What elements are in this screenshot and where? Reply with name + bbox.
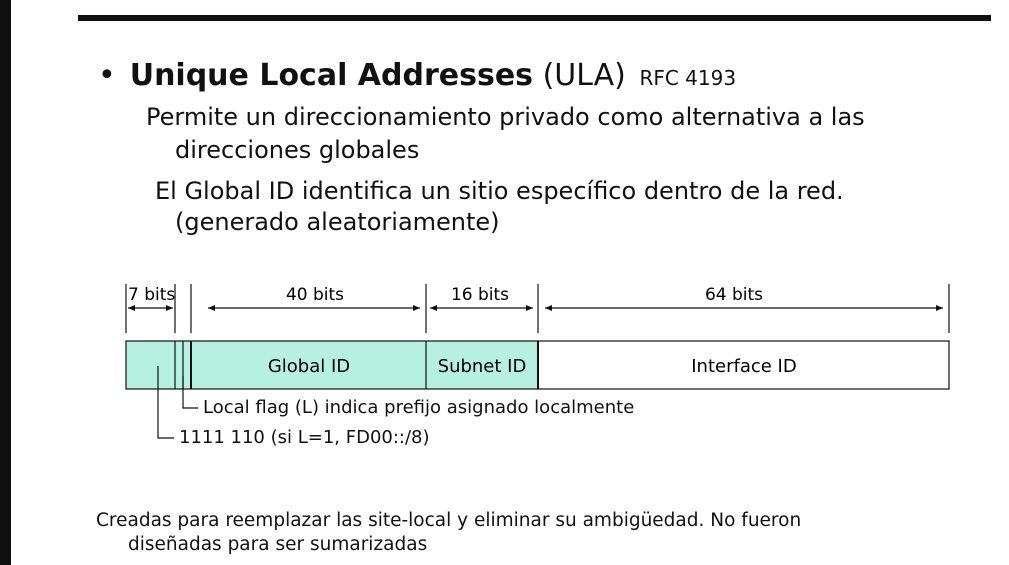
- bullet-icon: •: [98, 58, 116, 93]
- paragraph-line: (generado aleatoriamente): [175, 208, 500, 236]
- title-abbreviation: (ULA): [542, 58, 626, 93]
- prefix-value-leader: [157, 366, 174, 439]
- global-width-label: 40 bits: [286, 285, 344, 305]
- prefix-width-label: 7 bits: [128, 285, 175, 305]
- subnet-id-label: Subnet ID: [438, 356, 527, 377]
- paragraph-line: direcciones globales: [175, 136, 420, 164]
- footer-note: Creadas para reemplazar las site-local y…: [96, 509, 801, 557]
- footer-line: diseñadas para ser sumarizadas: [128, 534, 428, 555]
- left-edge-bar: [0, 0, 11, 565]
- subnet-width-label: 16 bits: [451, 285, 509, 305]
- colored-fields-box: [125, 340, 539, 390]
- interface-width-label: 64 bits: [705, 285, 763, 305]
- footer-line: Creadas para reemplazar las site-local y…: [96, 510, 802, 531]
- prefix-value-note: 1111 110 (si L=1, FD00::/8): [179, 427, 430, 448]
- rfc-reference: RFC 4193: [639, 66, 737, 90]
- title-text: Unique Local Addresses: [129, 58, 534, 93]
- paragraph-line: Permite un direccionamiento privado como…: [146, 103, 865, 131]
- slide-title: • Unique Local Addresses (ULA) RFC 4193: [98, 58, 736, 93]
- local-flag-note: Local flag (L) indica prefijo asignado l…: [203, 397, 635, 418]
- global-id-label: Global ID: [268, 356, 350, 377]
- top-rule: [78, 15, 991, 21]
- interface-id-label: Interface ID: [691, 356, 796, 377]
- local-flag-leader: [182, 376, 198, 409]
- paragraph-line: El Global ID identifica un sitio específ…: [155, 177, 844, 205]
